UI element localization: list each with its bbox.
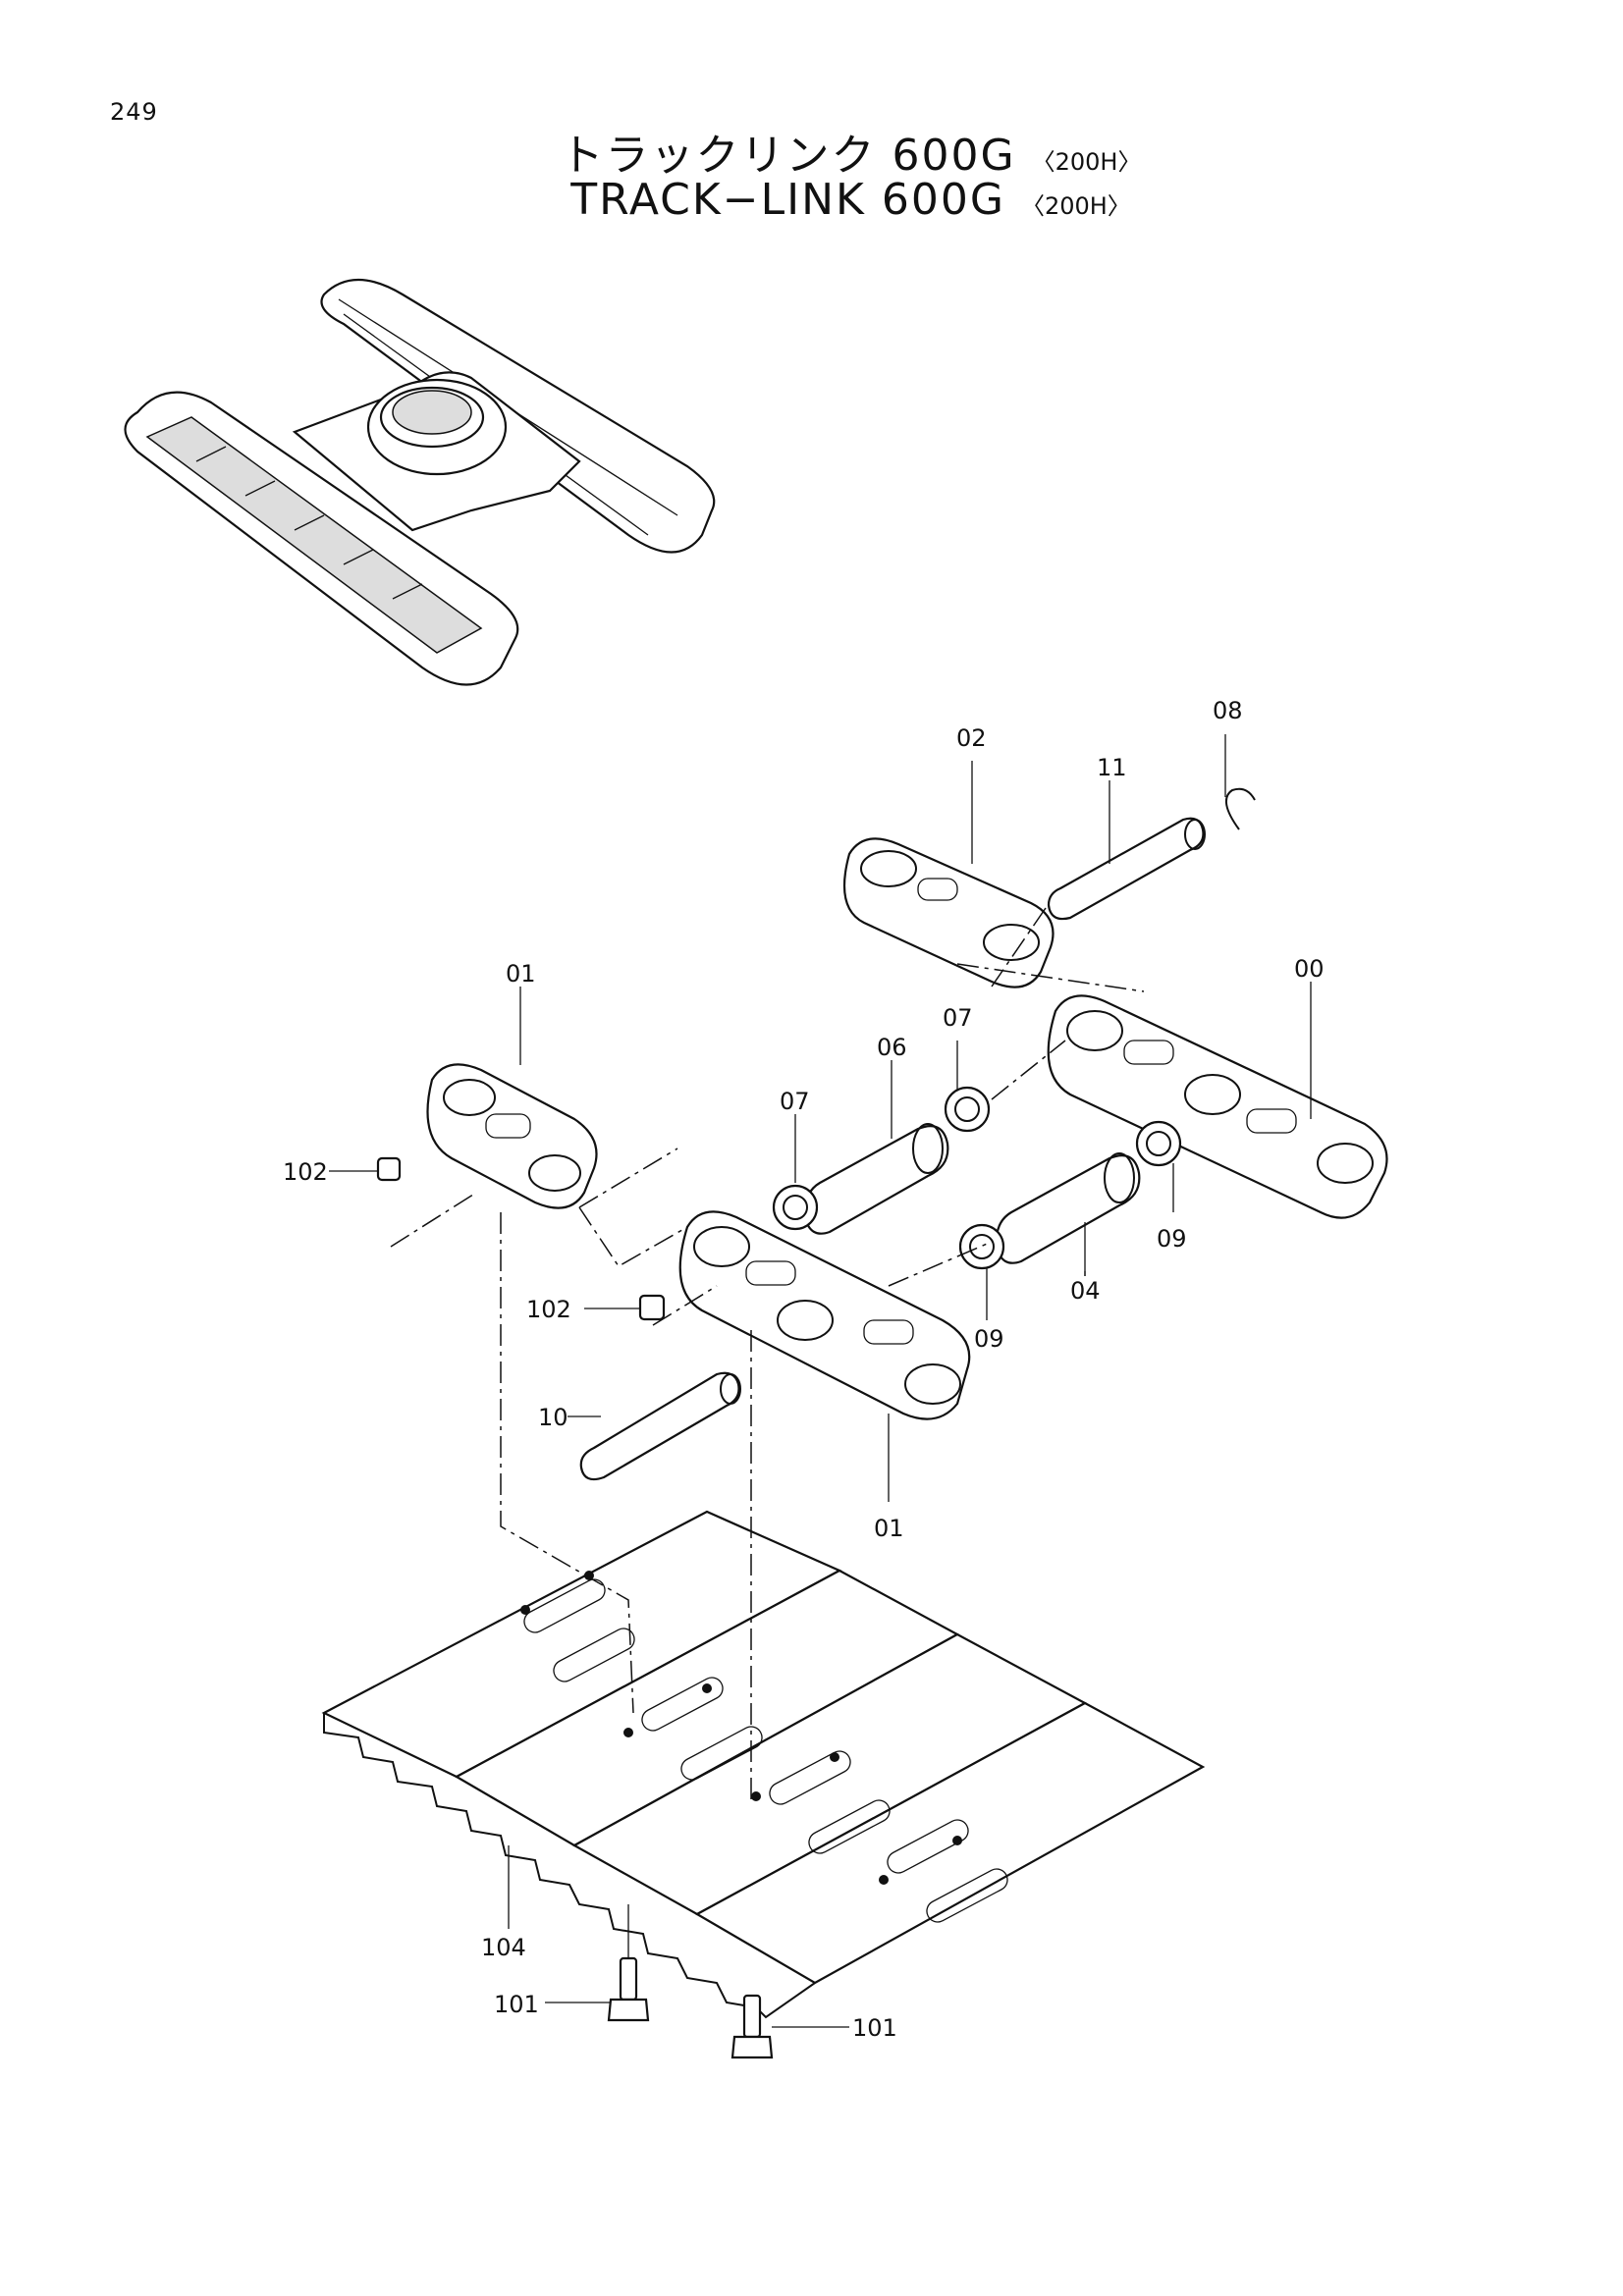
part-07-seals [772,1086,991,1231]
callout-07-left: 07 [780,1088,810,1115]
title-english-text: TRACK−LINK 600G [570,175,1005,225]
page-number: 249 [110,98,158,126]
track-shoes [321,1510,1206,2019]
title-japanese-variant: 〈200H〉 [1031,148,1142,176]
part-06-bushing [803,1123,949,1235]
callout-101-right: 101 [852,2014,897,2042]
title-english-variant: 〈200H〉 [1020,192,1131,220]
part-01-link-left [426,1063,598,1209]
part-01-link-center [678,1210,971,1420]
callout-07-right: 07 [943,1004,973,1032]
callout-11: 11 [1097,754,1127,781]
callout-102-left: 102 [283,1158,328,1186]
callout-01-left: 01 [506,960,536,988]
part-00-link [1047,994,1388,1219]
assembly-lines [390,907,1145,1801]
part-102-nuts [376,1156,666,1321]
callout-labels: 08 02 11 00 01 07 06 07 102 09 04 102 09… [283,697,1325,2042]
callout-09-left: 09 [974,1325,1004,1353]
callout-01-center: 01 [874,1515,904,1542]
callout-02: 02 [956,724,987,752]
callout-101-left: 101 [494,1991,539,2018]
callout-06: 06 [877,1034,907,1061]
part-10-pin [579,1371,741,1481]
callout-10: 10 [538,1404,568,1431]
callout-00: 00 [1294,955,1325,983]
callout-09-right: 09 [1157,1225,1187,1253]
callout-102-center: 102 [526,1296,571,1323]
callout-08: 08 [1213,697,1243,724]
title-japanese-text: トラックリンク 600G [560,131,1016,181]
part-04-bushing [995,1152,1141,1264]
part-11-pin [1047,817,1206,921]
part-08-snap-ring [1224,787,1256,830]
callout-04: 04 [1070,1277,1101,1305]
part-02-link [842,837,1055,988]
leader-lines [329,734,1312,2028]
title-english: TRACK−LINK 600G 〈200H〉 [39,175,1623,225]
callout-104: 104 [481,1934,526,1961]
part-101-bolts [607,1956,774,2059]
part-09-seals [958,1120,1182,1270]
undercarriage-illustration [124,278,716,686]
title-japanese: トラックリンク 600G 〈200H〉 [39,120,1623,183]
